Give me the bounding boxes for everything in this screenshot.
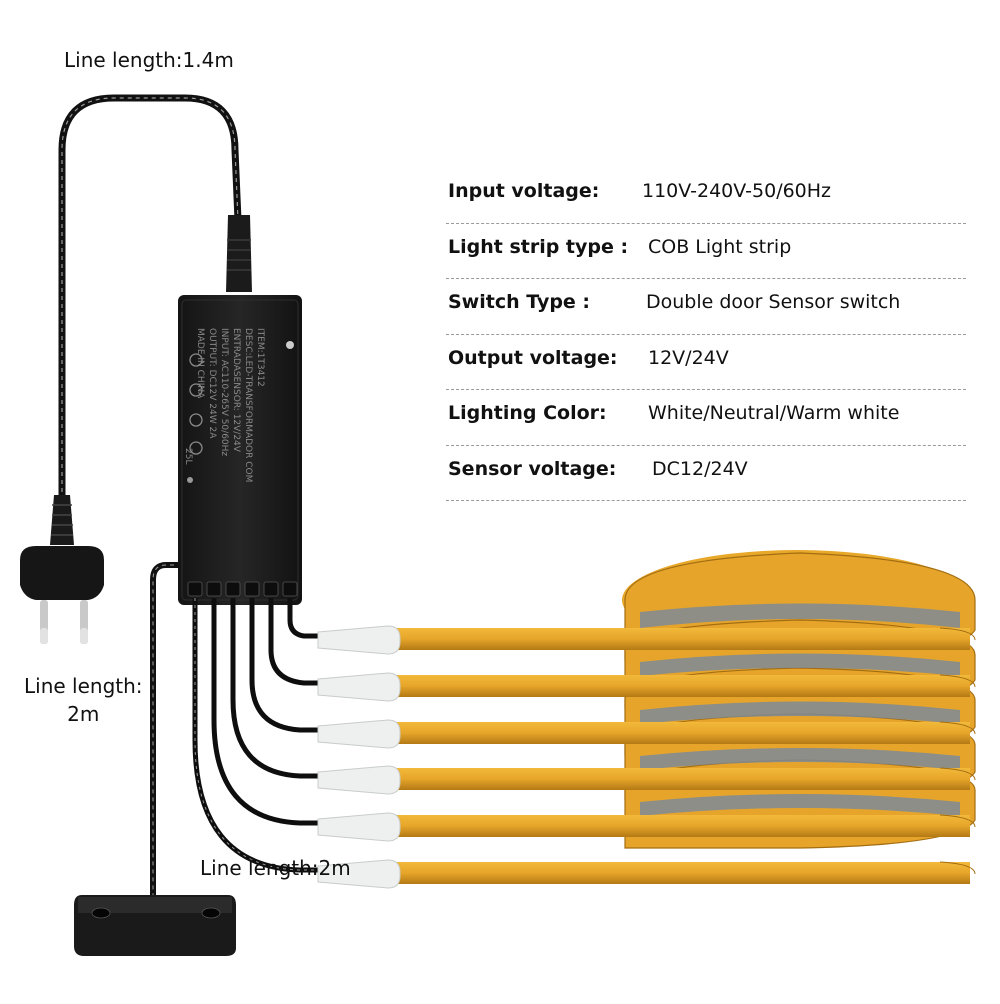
spec-value: 110V-240V-50/60Hz: [642, 180, 832, 202]
box-label-sensor: ENTRADASENSOR: 12V/24V: [231, 328, 241, 453]
spec-label: Lighting Color:: [448, 402, 607, 424]
spec-table: Input voltage: 110V-240V-50/60Hz Light s…: [446, 168, 966, 501]
spec-row-switch-type: Switch Type : Double door Sensor switch: [446, 279, 966, 335]
eu-plug: [20, 495, 104, 644]
led-strip: [317, 625, 970, 655]
power-cord: [58, 94, 252, 500]
power-cable-length-caption: Line length:1.4m: [64, 48, 234, 72]
led-strip: [317, 719, 970, 749]
spec-row-input-voltage: Input voltage: 110V-240V-50/60Hz: [446, 168, 966, 224]
led-strip: [317, 672, 970, 702]
led-strip: [317, 812, 970, 842]
sensor-cable-length-caption: Line length: 2m: [24, 672, 143, 728]
box-label-code: 25L: [183, 448, 193, 464]
transformer-box: ITEM:1T3412 DESC:LED-TRANSFORMADOR COM E…: [178, 295, 302, 605]
spec-row-strip-type: Light strip type : COB Light strip: [446, 224, 966, 279]
spec-label: Light strip type :: [448, 235, 629, 258]
spec-row-sensor-voltage: Sensor voltage: DC12/24V: [446, 446, 966, 501]
spec-label: Input voltage:: [448, 180, 600, 202]
spec-label: Sensor voltage:: [448, 457, 617, 480]
strip-leads: [192, 598, 330, 873]
spec-label: Switch Type :: [448, 291, 591, 313]
box-label-output: OUTPUT: DC12V 24W 2A: [207, 328, 217, 439]
spec-label: Output voltage:: [448, 346, 618, 369]
led-strip: [317, 765, 970, 795]
door-sensor-switch: [74, 895, 236, 956]
sensor-cable: [150, 562, 182, 900]
spec-value: DC12/24V: [652, 457, 748, 480]
spec-value: 12V/24V: [648, 346, 729, 369]
spec-value: Double door Sensor switch: [646, 291, 901, 313]
box-label-item: ITEM:1T3412: [255, 328, 265, 387]
led-strips: [317, 625, 976, 889]
box-label-desc: DESC:LED-TRANSFORMADOR COM: [243, 328, 253, 482]
strip-reels: [622, 550, 976, 849]
spec-value: COB Light strip: [648, 235, 792, 258]
strip-cable-length-caption: Line length:2m: [200, 856, 351, 880]
sensor-cable-length-label: Line length:: [24, 674, 143, 698]
spec-row-lighting-color: Lighting Color: White/Neutral/Warm white: [446, 390, 966, 446]
spec-value: White/Neutral/Warm white: [648, 402, 900, 424]
spec-row-output-voltage: Output voltage: 12V/24V: [446, 335, 966, 390]
sensor-cable-length-value: 2m: [67, 702, 100, 726]
box-label-input: INPUT: AC110-265V 50/60Hz: [219, 328, 229, 456]
box-label-origin: MADE IN CHINA: [195, 328, 205, 399]
led-strip: [317, 859, 970, 889]
